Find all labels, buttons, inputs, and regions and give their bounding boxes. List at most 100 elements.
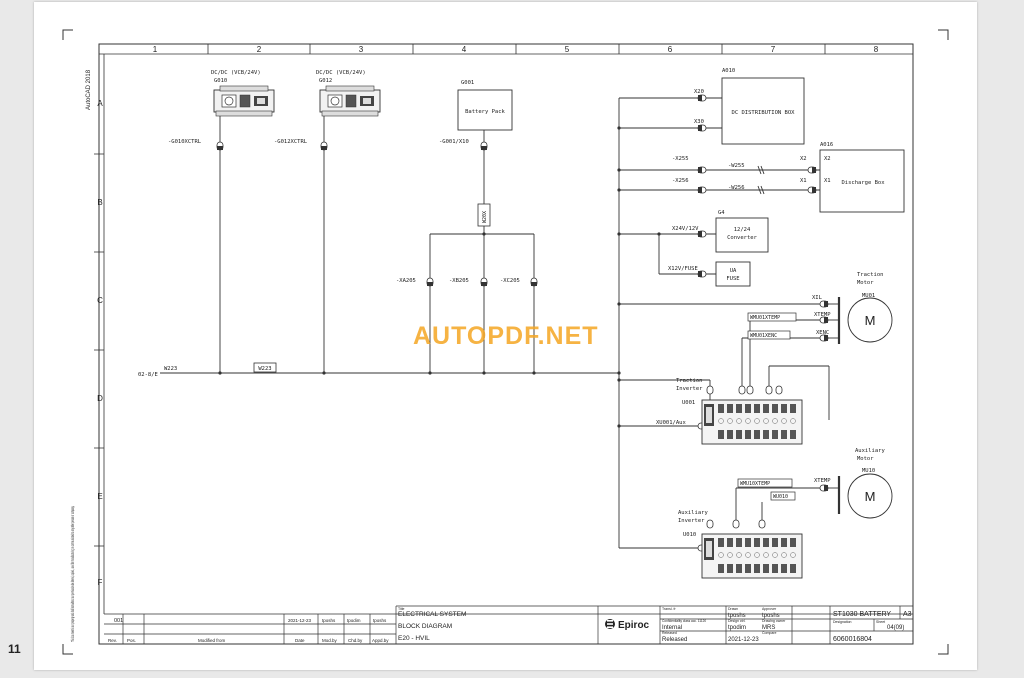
title-line-1: ELECTRICAL SYSTEM — [398, 611, 466, 618]
col-label: 4 — [462, 45, 467, 54]
row-label: D — [97, 394, 103, 403]
rev-chk: tpodim — [347, 618, 361, 623]
dc-distribution-box — [721, 77, 805, 145]
u010-name-2: Inverter — [678, 518, 705, 524]
u001-name-2: Inverter — [676, 386, 703, 392]
traction-inverter-u001 — [701, 399, 803, 445]
mu10-name-1: Auxiliary — [855, 448, 885, 454]
wmu01-temp-box — [747, 312, 797, 322]
a010-label: DC DISTRIBUTION BOX — [732, 110, 796, 116]
wmu10-temp-box — [737, 478, 793, 488]
row-ticks — [94, 153, 104, 547]
col-app: Appd.by — [372, 638, 389, 643]
title-meta-right: Approver tposhs Drawing owner MRS Compar… — [762, 607, 786, 635]
u010-name-1: Auxiliary — [678, 510, 708, 516]
fuse-label-2: FUSE — [726, 276, 739, 282]
disclaimer-text: This document is our property and shall … — [70, 506, 75, 642]
xa205-label: -XA205 — [396, 278, 416, 284]
col-mod: Mod.by — [322, 638, 338, 643]
converter-12-24-box — [715, 217, 769, 253]
g001-conn-label: -G001/X10 — [439, 139, 469, 145]
doc-number: 6060016804 — [833, 636, 872, 643]
g001-cable-label: W20X — [482, 211, 488, 223]
date-value: 2021-12-23 — [728, 637, 759, 643]
watermark: AUTOPDF.NET — [413, 322, 599, 350]
dcdc-converter-g010 — [213, 85, 275, 117]
col-label: 5 — [565, 45, 570, 54]
conf-value: Internal — [662, 625, 682, 631]
sheet-size: A3 — [903, 611, 912, 618]
wmu01-enc-box — [747, 330, 791, 340]
trans-caption: Transl. fr — [662, 607, 677, 611]
schematic-svg: 1 2 3 4 5 6 7 8 A B C D E F AutoCAD 2018… — [62, 29, 949, 655]
a016-x1-outer: X1 — [800, 178, 807, 184]
wmu10-temp-label: WMU10XTEMP — [740, 481, 770, 487]
revision-row: 001 2021-12-23 tposhs tpodim tposhs — [114, 618, 387, 624]
xc205-label: -XC205 — [500, 278, 520, 284]
mu01-xenc: XENC — [816, 330, 829, 336]
x255-label: -X255 — [672, 156, 689, 162]
epiroc-logo: Epiroc — [605, 619, 650, 631]
page-number: 11 — [8, 642, 21, 656]
wu010-box — [770, 491, 796, 501]
ref-02-label: 02-8/E — [138, 372, 158, 378]
status-value: Released — [662, 637, 687, 643]
epiroc-wordmark: Epiroc — [618, 620, 650, 631]
a010-x20: X20 — [694, 89, 704, 95]
sheet-value: 04(09) — [887, 625, 904, 631]
fuse-box — [715, 261, 751, 287]
a010-id: A010 — [722, 68, 735, 74]
mu10-symbol: M — [865, 489, 876, 504]
title-meta-left: Transl. fr Confidentiality class acc. 11… — [662, 607, 706, 643]
mu10-xtemp: XTEMP — [814, 478, 831, 484]
w223-box — [253, 362, 277, 373]
x24v-label: X24V/12V — [672, 226, 699, 232]
row-label: C — [97, 296, 103, 305]
col-label: 7 — [771, 45, 776, 54]
g4-label-1: 12/24 — [734, 227, 751, 233]
col-label: 1 — [153, 45, 158, 54]
w223-box-label: W223 — [258, 366, 271, 372]
crop-marks — [62, 29, 949, 655]
owner-caption: Drawing owner — [762, 619, 786, 623]
design-value: tpodim — [728, 625, 746, 631]
col-label: 6 — [668, 45, 673, 54]
drawing-sheet: 1 2 3 4 5 6 7 8 A B C D E F AutoCAD 2018… — [34, 2, 977, 670]
battery-pack-label: Battery Pack — [465, 109, 505, 115]
drawing-title: Title ELECTRICAL SYSTEM BLOCK DIAGRAM E2… — [398, 607, 466, 642]
col-label: 8 — [874, 45, 879, 54]
row-labels: A B C D E F — [97, 99, 103, 587]
title-line-3: E20 - HVIL — [398, 635, 430, 642]
disclaimer: This document is our property and shall … — [70, 506, 75, 642]
x12v-fuse-label: X12V/FUSE — [668, 266, 698, 272]
a010-x30: X30 — [694, 119, 704, 125]
col-rev: Rev. — [108, 638, 117, 643]
rev-date: 2021-12-23 — [288, 618, 312, 623]
column-ticks — [207, 44, 826, 54]
rev-value: 001 — [114, 618, 123, 624]
row-label: F — [98, 578, 103, 587]
row-label: B — [97, 198, 102, 207]
g010-ctrl-label: -G010XCTRL — [168, 139, 202, 145]
rev-mod: tposhs — [322, 618, 336, 623]
designation-caption: Designation — [833, 620, 852, 624]
u010-id: U010 — [683, 532, 696, 538]
title-line-2: BLOCK DIAGRAM — [398, 623, 452, 630]
u001-name-1: Traction — [676, 378, 703, 384]
w256-label: -W256 — [728, 185, 745, 191]
mu01-name-2: Motor — [857, 280, 874, 286]
mu01-symbol: M — [865, 313, 876, 328]
g4-id: G4 — [718, 210, 725, 216]
mu10-id: MU10 — [862, 468, 875, 474]
xu001-aux-label: XU001/Aux — [656, 420, 686, 426]
fuse-label-1: UA — [730, 268, 737, 274]
sheet-caption: Sheet — [876, 620, 885, 624]
col-label: 3 — [359, 45, 364, 54]
xb205-label: -XB205 — [449, 278, 469, 284]
owner-value: MRS — [762, 625, 775, 631]
drawn-caption: Drawn — [728, 607, 738, 611]
g012-id: G012 — [319, 78, 332, 84]
g012-title: DC/DC (VCB/24V) — [316, 70, 366, 76]
product-name: ST1030 BATTERY — [833, 611, 891, 618]
col-date: Date — [295, 638, 305, 643]
